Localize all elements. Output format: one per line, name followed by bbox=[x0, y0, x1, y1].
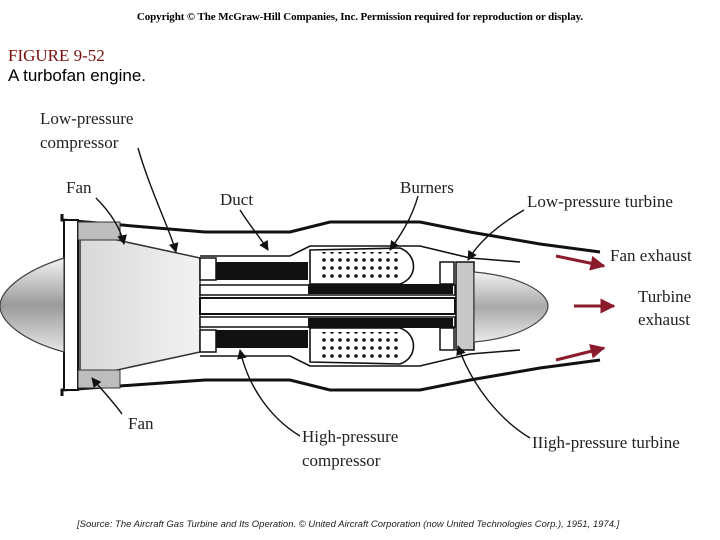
figure-title: A turbofan engine. bbox=[8, 66, 147, 85]
main-shaft bbox=[199, 297, 456, 315]
hp-compressor-stage-top-1 bbox=[199, 257, 217, 281]
leader-high-pressure-turbine bbox=[456, 345, 531, 439]
label-turbine-exhaust-1: Turbine bbox=[638, 287, 691, 306]
label-high-pressure-compressor-2: compressor bbox=[302, 451, 381, 470]
label-low-pressure-compressor-2: compressor bbox=[40, 133, 119, 152]
leader-low-pressure-turbine bbox=[467, 209, 525, 261]
label-fan-bottom: Fan bbox=[128, 414, 154, 433]
label-low-pressure-turbine: Low-pressure turbine bbox=[527, 192, 673, 211]
label-fan-top: Fan bbox=[66, 178, 92, 197]
label-turbine-exhaust-2: exhaust bbox=[638, 310, 690, 329]
exhaust-cone bbox=[473, 271, 549, 343]
figure-number: FIGURE 9-52 bbox=[8, 46, 105, 65]
fan-strip-top bbox=[77, 221, 121, 241]
leader-high-pressure-compressor bbox=[237, 349, 301, 437]
burner-fuel-dots-top bbox=[318, 252, 398, 280]
label-duct: Duct bbox=[220, 190, 253, 209]
hp-compressor-stage-bottom-1 bbox=[199, 329, 217, 353]
duct-inner-bottom bbox=[200, 349, 521, 367]
fan-exhaust-arrow bbox=[555, 254, 606, 271]
burner-liner-bottom bbox=[308, 318, 453, 328]
duct-inner-top bbox=[200, 245, 521, 263]
burner-fuel-dots-bottom bbox=[318, 332, 398, 360]
label-high-pressure-turbine: IIigh-pressure turbine bbox=[532, 433, 680, 452]
label-burners: Burners bbox=[400, 178, 454, 197]
label-fan-exhaust: Fan exhaust bbox=[610, 246, 692, 265]
burner-liner-top bbox=[308, 284, 453, 294]
source-citation: [Source: The Aircraft Gas Turbine and It… bbox=[77, 519, 620, 530]
copyright-notice: Copyright © The McGraw-Hill Companies, I… bbox=[136, 11, 584, 23]
fan-blade-top bbox=[63, 219, 79, 391]
turbine-stage-bottom bbox=[439, 327, 455, 351]
leader-burners bbox=[389, 195, 419, 251]
turbine-disc bbox=[455, 261, 475, 351]
turbine-stage-top bbox=[439, 261, 455, 285]
leader-fan-bottom bbox=[91, 377, 123, 415]
hp-compressor-block-bottom bbox=[216, 330, 308, 348]
label-high-pressure-compressor-1: High-pressure bbox=[302, 427, 398, 446]
low-pressure-compressor-body bbox=[79, 231, 201, 379]
hp-compressor-block-top bbox=[216, 262, 308, 280]
leader-duct bbox=[239, 209, 269, 251]
spinner bbox=[0, 257, 65, 353]
leader-fan-top bbox=[95, 197, 127, 245]
bottom-exhaust-arrow bbox=[555, 343, 606, 362]
leader-low-pressure-compressor bbox=[137, 147, 179, 253]
label-low-pressure-compressor-1: Low-pressure bbox=[40, 109, 133, 128]
